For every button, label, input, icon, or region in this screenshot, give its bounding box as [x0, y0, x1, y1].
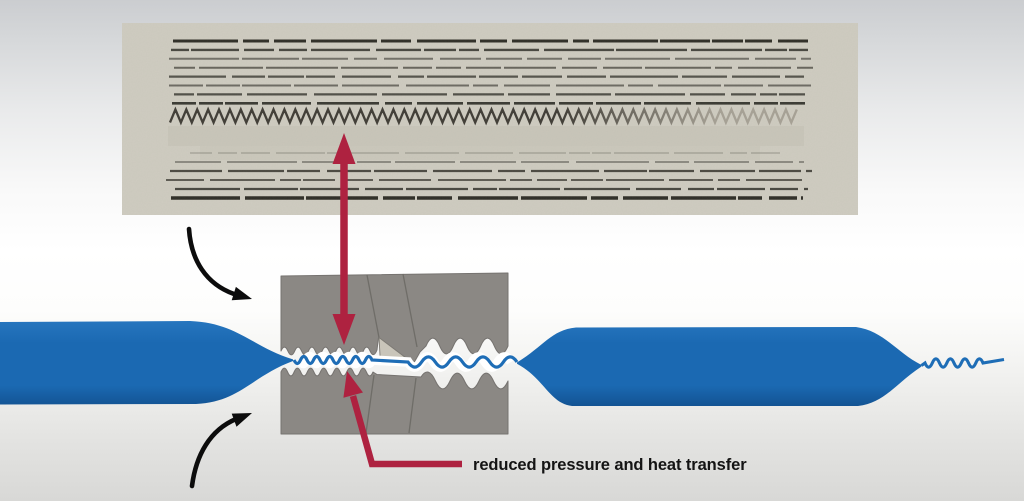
double-arrow-up-head [332, 133, 356, 164]
double-arrow-down-head [332, 314, 356, 345]
annotation-arrow-shaft [349, 395, 462, 468]
correspondence-double-arrow [332, 133, 356, 345]
bottom-die-block [280, 367, 509, 435]
fiber-wavy-line [292, 354, 519, 369]
micrograph-photo [122, 23, 858, 215]
polymer-feed [0, 321, 1005, 406]
right-preform-blob [517, 327, 922, 406]
die-segment-divider [402, 273, 418, 348]
die-segment-divider [366, 274, 382, 349]
photo-grain-texture [122, 23, 858, 215]
curved-arrow-bottom-head [231, 413, 252, 427]
annotation-arrow-head [343, 371, 363, 398]
fiber-exit-line [920, 357, 1005, 369]
top-die-block [280, 272, 509, 364]
die-segment-divider [408, 377, 417, 434]
left-preform-blob [0, 321, 293, 405]
curved-arrow-bottom [189, 413, 252, 489]
curved-arrow-top [186, 226, 252, 301]
curved-arrow-top-head [231, 286, 252, 301]
die-assembly [280, 272, 509, 435]
annotation-label: reduced pressure and heat transfer [473, 456, 747, 474]
die-segment-divider [365, 374, 375, 434]
annotation: reduced pressure and heat transfer [343, 371, 747, 474]
